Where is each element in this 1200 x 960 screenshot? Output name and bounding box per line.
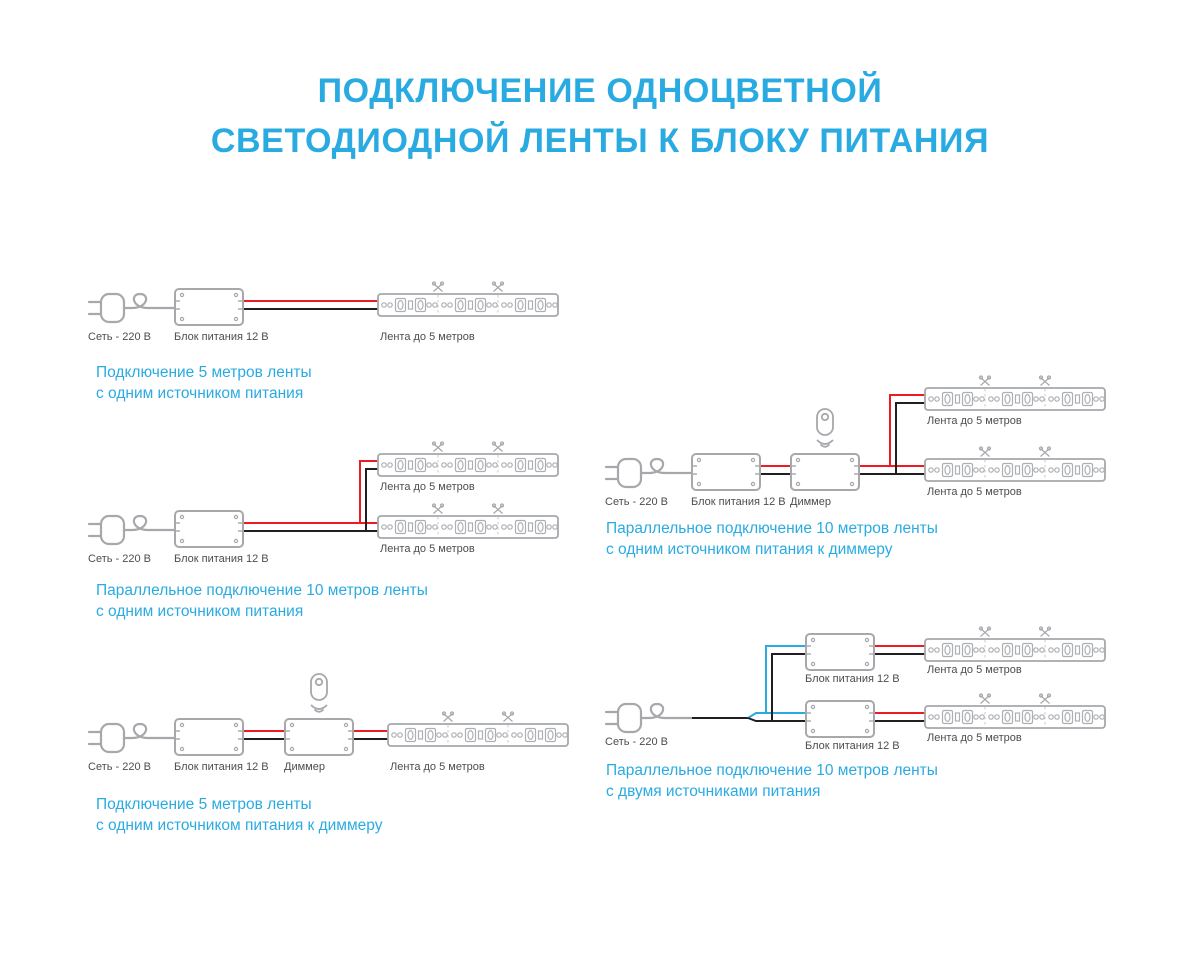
mains-label: Сеть - 220 В <box>88 761 151 773</box>
wire-black <box>244 468 380 532</box>
dimmer-label: Диммер <box>284 761 325 773</box>
mains-label: Сеть - 220 В <box>605 496 668 508</box>
diagram-1: Сеть - 220 В Блок питания 12 В Лента до … <box>87 282 568 343</box>
power-supply-icon <box>174 288 244 326</box>
strip-label: Лента до 5 метров <box>380 481 475 493</box>
strip-label: Лента до 5 метров <box>927 732 1022 744</box>
caption-line: с одним источником питания <box>96 603 304 620</box>
diagram-5-caption: Параллельное подключение 10 метров ленты… <box>606 760 938 802</box>
strip-label: Лента до 5 метров <box>927 486 1022 498</box>
caption-line: Параллельное подключение 10 метров ленты <box>96 582 428 599</box>
power-supply-icon <box>174 718 244 756</box>
diagram-1-caption: Подключение 5 метров ленты с одним источ… <box>96 362 312 404</box>
caption-line: Подключение 5 метров ленты <box>96 796 312 813</box>
caption-line: Параллельное подключение 10 метров ленты <box>606 520 938 537</box>
led-strip-icon <box>378 442 558 476</box>
mains-label: Сеть - 220 В <box>88 331 151 343</box>
caption-line: Параллельное подключение 10 метров ленты <box>606 762 938 779</box>
diagram-4: Лента до 5 метров Лента до 5 метров Сеть… <box>604 370 1128 508</box>
diagram-4-caption: Параллельное подключение 10 метров ленты… <box>606 518 938 560</box>
remote-control-icon <box>816 408 834 448</box>
wire-black <box>761 402 927 475</box>
psu-label: Блок питания 12 В <box>174 553 269 565</box>
psu-label: Блок питания 12 В <box>174 331 269 343</box>
led-strip-icon <box>378 504 558 538</box>
dimmer-label: Диммер <box>790 496 831 508</box>
strip-label: Лента до 5 метров <box>380 331 475 343</box>
plug-icon <box>604 702 693 734</box>
strip-label: Лента до 5 метров <box>927 664 1022 676</box>
diagram-3-caption: Подключение 5 метров ленты с одним источ… <box>96 794 382 836</box>
caption-line: с двумя источниками питания <box>606 783 821 800</box>
plug-icon <box>87 722 176 754</box>
plug-icon <box>87 292 176 324</box>
title-line-1: ПОДКЛЮЧЕНИЕ ОДНОЦВЕТНОЙ <box>317 72 883 110</box>
wire-blue <box>747 645 806 719</box>
strip-label: Лента до 5 метров <box>927 415 1022 427</box>
diagram-2-caption: Параллельное подключение 10 метров ленты… <box>96 580 428 622</box>
page-title: ПОДКЛЮЧЕНИЕ ОДНОЦВЕТНОЙ СВЕТОДИОДНОЙ ЛЕН… <box>0 66 1200 166</box>
caption-line: с одним источником питания <box>96 385 304 402</box>
wire-black <box>747 653 806 722</box>
led-strip-icon <box>388 712 568 746</box>
led-strip-icon <box>925 694 1105 728</box>
caption-line: с одним источником питания к диммеру <box>96 817 383 834</box>
mains-label: Сеть - 220 В <box>88 553 151 565</box>
led-strip-icon <box>925 447 1105 481</box>
dimmer-icon <box>790 453 860 491</box>
psu-label: Блок питания 12 В <box>805 673 900 685</box>
caption-line: Подключение 5 метров ленты <box>96 364 312 381</box>
caption-line: с одним источником питания к диммеру <box>606 541 893 558</box>
title-line-2: СВЕТОДИОДНОЙ ЛЕНТЫ К БЛОКУ ПИТАНИЯ <box>210 122 990 160</box>
diagram-3: Сеть - 220 В Блок питания 12 В Диммер Ле… <box>87 673 588 773</box>
psu-label: Блок питания 12 В <box>691 496 786 508</box>
wire-red <box>244 460 380 524</box>
mains-label: Сеть - 220 В <box>605 736 668 748</box>
dimmer-icon <box>284 718 354 756</box>
power-supply-icon <box>174 510 244 548</box>
led-strip-icon <box>925 627 1105 661</box>
led-strip-icon <box>925 376 1105 410</box>
diagram-5: Лента до 5 метров Блок питания 12 В Лент… <box>604 615 1128 752</box>
psu-label: Блок питания 12 В <box>174 761 269 773</box>
wire-red <box>761 394 927 467</box>
remote-control-icon <box>310 673 328 713</box>
led-strip-icon <box>378 282 558 316</box>
psu-label: Блок питания 12 В <box>805 740 900 752</box>
wire-black <box>875 653 927 722</box>
power-supply-icon <box>805 633 875 671</box>
plug-icon <box>87 514 176 546</box>
plug-icon <box>604 457 693 489</box>
wire-red <box>875 645 927 714</box>
strip-label: Лента до 5 метров <box>390 761 485 773</box>
power-supply-icon <box>691 453 761 491</box>
diagram-2: Лента до 5 метров Лента до 5 метров Сеть… <box>87 440 568 565</box>
strip-label: Лента до 5 метров <box>380 543 475 555</box>
power-supply-icon <box>805 700 875 738</box>
